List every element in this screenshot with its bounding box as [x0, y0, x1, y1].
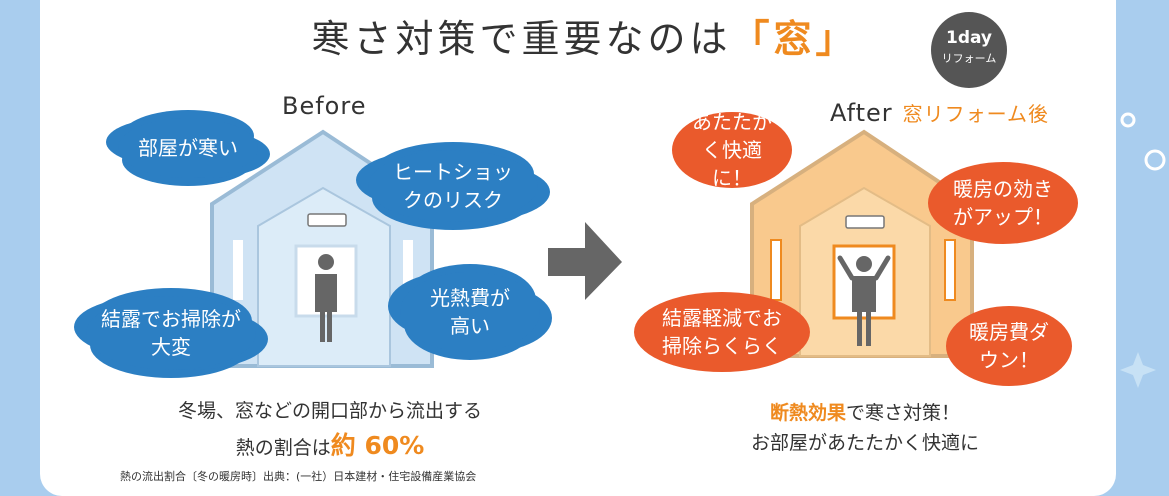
bubble-less-condensation: 結露軽減でお掃除らくらく: [634, 292, 810, 372]
source-note: 熱の流出割合〔冬の暖房時〕出典：(一社）日本建材・住宅設備産業協会: [120, 470, 477, 483]
bubble-utility-cost: 光熱費が高い: [400, 272, 540, 352]
before-label: Before: [282, 92, 367, 120]
ring-decoration-2: [1144, 149, 1166, 171]
after-caption-rest: で寒さ対策！: [846, 402, 961, 424]
after-caption-line2: お部屋があたたかく快適に: [750, 432, 979, 455]
after-label: After: [830, 99, 893, 127]
after-caption-highlight: 断熱効果: [769, 402, 846, 424]
sparkle-icon: [1120, 352, 1156, 388]
bubble-heating-cost-down: 暖房費ダウン！: [946, 306, 1072, 386]
badge-line1: 1day: [945, 28, 993, 48]
cold-person-icon: [315, 254, 337, 342]
ring-decoration: [1120, 112, 1136, 128]
heat-loss-percentage: 約 60%: [330, 431, 425, 461]
arrow-right-icon: [548, 222, 622, 300]
bubble-heat-shock: ヒートショックのリスク: [368, 150, 538, 222]
after-label-wrap: After 窓リフォーム後: [830, 98, 1049, 127]
before-caption-line1: 冬場、窓などの開口部から流出する: [177, 400, 482, 422]
bubble-warm-comfort: あたたかく快適に！: [672, 110, 792, 190]
title-main: 寒さ対策で重要なのは: [311, 17, 732, 61]
before-caption-pre: 熱の割合は: [235, 437, 331, 460]
bubble-cold-room: 部屋が寒い: [118, 118, 258, 178]
happy-person-icon: [837, 255, 891, 346]
bubble-heating-up: 暖房の効きがアップ！: [928, 162, 1078, 244]
after-sublabel: 窓リフォーム後: [902, 102, 1050, 126]
page-title: 寒さ対策で重要なのは「窓」: [0, 8, 1169, 63]
title-highlight: 「窓」: [731, 17, 858, 61]
oneday-reform-badge: 1day リフォーム: [931, 12, 1007, 88]
after-caption-line1: 断熱効果で寒さ対策！: [680, 398, 1050, 428]
bubble-condensation: 結露でお掃除が大変: [86, 296, 256, 370]
before-caption: 冬場、窓などの開口部から流出する 熱の割合は約 60%: [120, 396, 540, 466]
badge-line2: リフォーム: [941, 52, 997, 65]
before-caption-line2: 熱の割合は約 60%: [120, 426, 540, 466]
after-caption: 断熱効果で寒さ対策！ お部屋があたたかく快適に: [680, 398, 1050, 459]
